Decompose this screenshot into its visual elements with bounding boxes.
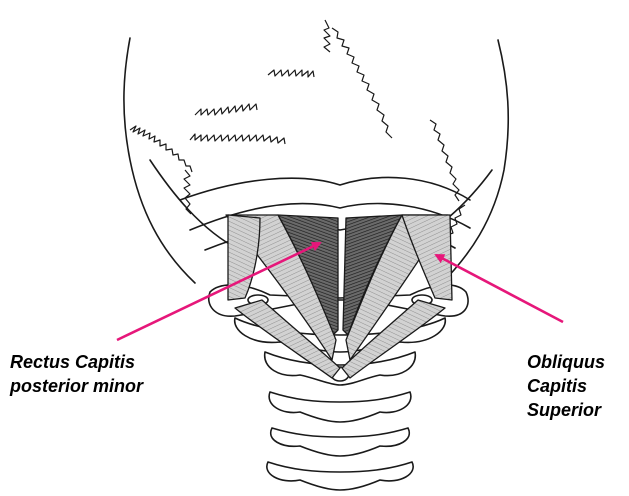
label-right-line-1: Obliquus [527,350,605,374]
label-rectus-capitis-posterior-minor: Rectus Capitis posterior minor [10,350,143,398]
lambdoid-suture-right [332,28,392,138]
lambda-peak [324,20,330,52]
lambdoid-suture-left-upper [190,134,285,144]
sagittal-suture [268,70,314,77]
obliquus-capitis-superior-left [228,215,260,300]
occipital-ridge-1 [180,177,470,200]
callout-arrows [117,243,563,340]
label-left-line-1: Rectus Capitis [10,350,143,374]
c6-vertebra [267,462,413,490]
suture-left-inner [184,170,191,214]
label-left-line-2: posterior minor [10,374,143,398]
skull-base-curve-left [150,160,240,250]
lambdoid-suture-right-lower [430,120,459,201]
c5-vertebra [271,428,410,456]
label-obliquus-capitis-superior: Obliquus Capitis Superior [527,350,605,422]
lambdoid-suture-left [130,126,192,172]
cranial-sutures [130,20,465,235]
label-right-line-2: Capitis [527,374,605,398]
c4-vertebra [269,392,411,422]
label-right-line-3: Superior [527,398,605,422]
lambdoid-suture-left-top [195,104,257,115]
